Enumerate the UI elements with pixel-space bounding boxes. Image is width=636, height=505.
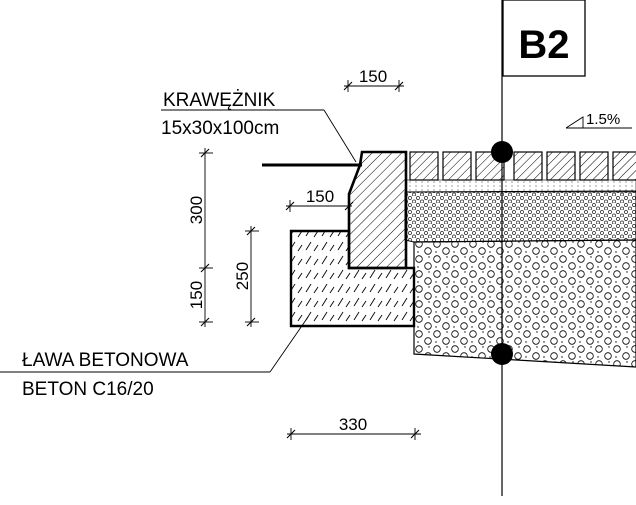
axis-point-top (491, 141, 513, 163)
curb-size-label: 15x30x100cm (161, 118, 279, 139)
slope-label: 1.5% (586, 111, 620, 128)
paver (546, 151, 576, 181)
paver (513, 151, 543, 181)
dimension-footing-width: 330 (286, 415, 421, 440)
dimension-curb-offset: 150 (285, 187, 354, 212)
dimension-footing-depth: 250 (233, 226, 259, 327)
dimension-label: 150 (306, 187, 334, 206)
paver-row (409, 151, 636, 181)
slope-indicator: 1.5% (565, 111, 632, 129)
section-marker-box (502, 0, 586, 77)
paver (579, 151, 609, 181)
dimension-vertical-left: 300 150 (187, 148, 213, 327)
curb (347, 150, 408, 270)
foundation-name-label: ŁAWA BETONOWA (22, 350, 189, 371)
paver (612, 151, 636, 181)
foundation-callout: ŁAWA BETONOWA BETON C16/20 (0, 316, 309, 400)
foundation-material-label: BETON C16/20 (22, 379, 154, 400)
base-fine-gravel (404, 190, 636, 243)
sand-bedding (405, 179, 636, 193)
dimension-label: 150 (187, 281, 206, 309)
dimension-label: 250 (233, 262, 252, 290)
dimension-label: 300 (187, 196, 206, 224)
axis-point-bottom (491, 343, 513, 365)
paver (442, 151, 472, 181)
dimension-top-width: 150 (343, 67, 404, 92)
subbase-coarse-gravel (413, 239, 636, 368)
curb-name-label: KRAWĘŻNIK (163, 90, 276, 111)
dimension-label: 330 (339, 415, 367, 434)
curb-callout: KRAWĘŻNIK 15x30x100cm (161, 90, 357, 163)
paver (409, 151, 439, 181)
section-marker-label: B2 (518, 23, 569, 67)
dimension-label: 150 (359, 67, 387, 86)
